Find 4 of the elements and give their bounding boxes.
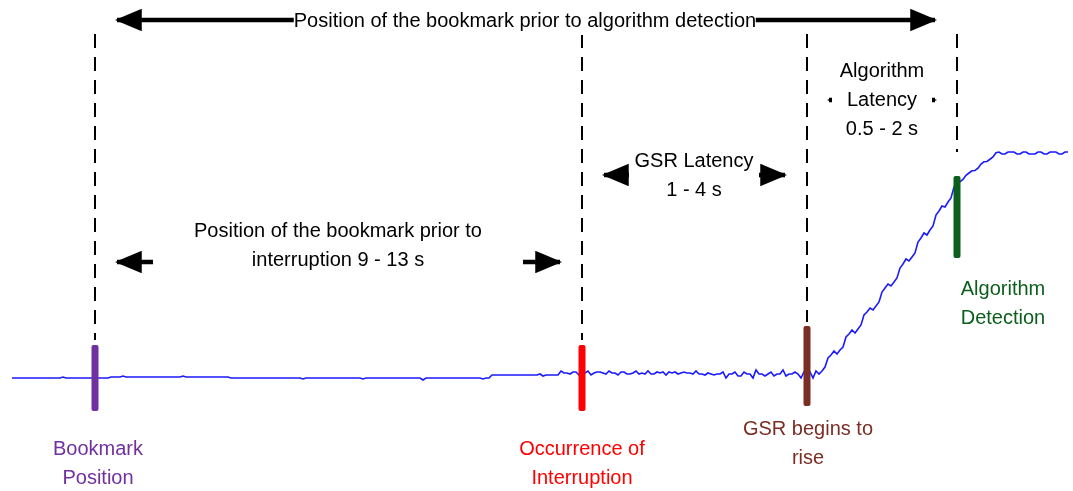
marker-label: GSR begins to rise <box>741 416 875 470</box>
marker-label: Bookmark Position <box>52 436 144 490</box>
marker-label: Algorithm Detection <box>959 276 1047 330</box>
marker-label: Occurrence of Interruption <box>518 436 646 490</box>
